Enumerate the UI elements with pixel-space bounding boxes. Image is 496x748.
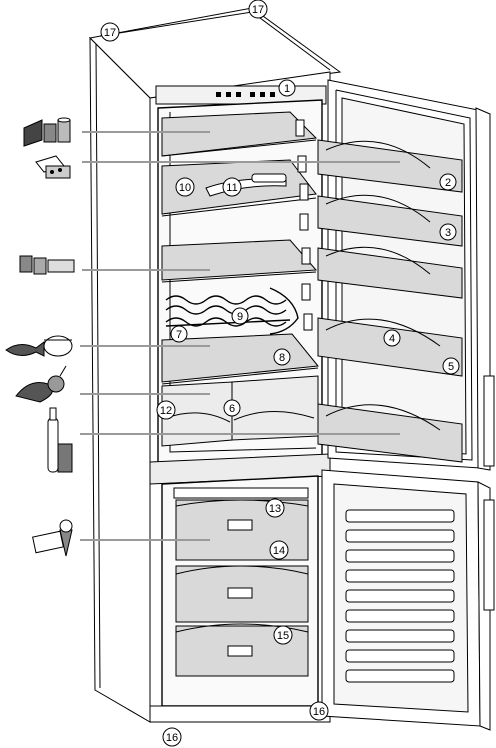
ice-cream-icon: [32, 519, 73, 557]
callout-15: 15: [273, 625, 293, 645]
callout-5: 5: [442, 357, 460, 375]
callout-13: 13: [265, 498, 285, 518]
callout-16-left: 16: [162, 727, 182, 747]
vegetable-drawers: [161, 375, 319, 447]
bottle-and-can-icon: [47, 407, 73, 473]
callout-11-label: 11: [226, 182, 237, 194]
freezer-door: [321, 469, 495, 731]
callout-4-label: 4: [389, 333, 395, 345]
callout-1: 1: [278, 79, 296, 97]
callout-9: 9: [231, 307, 249, 325]
callout-9-label: 9: [237, 311, 243, 323]
cake-and-cans-icon: [23, 117, 71, 147]
callout-10-label: 10: [179, 182, 191, 194]
callout-6: 6: [223, 399, 241, 417]
callout-8: 8: [273, 348, 291, 366]
glass-shelves: [161, 111, 319, 385]
bottle-rack: [165, 287, 299, 335]
callout-16-right-label: 16: [313, 706, 325, 718]
leader-lines: [80, 131, 400, 541]
callout-7-label: 7: [176, 329, 182, 341]
callout-3: 3: [439, 223, 457, 241]
fish-and-pot-icon: [5, 335, 73, 357]
shelf-supports: [295, 119, 313, 331]
callouts: 1 2 3 4 5 6 7 8 9 10 11 12 13 14 15 16 1…: [100, 0, 460, 747]
callout-13-label: 13: [269, 503, 281, 515]
callout-2: 2: [439, 173, 457, 191]
callout-17-right: 17: [248, 0, 268, 19]
vegetables-icon: [15, 365, 67, 403]
callout-3-label: 3: [445, 227, 451, 239]
callout-1-label: 1: [284, 83, 290, 95]
callout-15-label: 15: [277, 630, 289, 642]
callout-6-label: 6: [229, 403, 235, 415]
control-buttons: [216, 92, 275, 97]
callout-16-right: 16: [309, 701, 329, 721]
callout-17-left-label: 17: [104, 27, 116, 39]
callout-4: 4: [383, 329, 401, 347]
callout-14-label: 14: [273, 545, 285, 557]
callout-11: 11: [222, 177, 242, 197]
callout-17-right-label: 17: [252, 4, 264, 16]
callout-8-label: 8: [279, 352, 285, 364]
jars-and-butter-icon: [19, 255, 75, 275]
callout-12: 12: [156, 400, 176, 420]
callout-10: 10: [175, 177, 195, 197]
freezer-drawers: [173, 487, 309, 677]
cheese-icon: [35, 155, 71, 179]
callout-16-left-label: 16: [166, 732, 178, 744]
callout-2-label: 2: [445, 177, 451, 189]
callout-17-left: 17: [100, 22, 120, 42]
callout-7: 7: [170, 325, 188, 343]
callout-12-label: 12: [160, 405, 172, 417]
callout-14: 14: [269, 540, 289, 560]
callout-5-label: 5: [448, 361, 454, 373]
